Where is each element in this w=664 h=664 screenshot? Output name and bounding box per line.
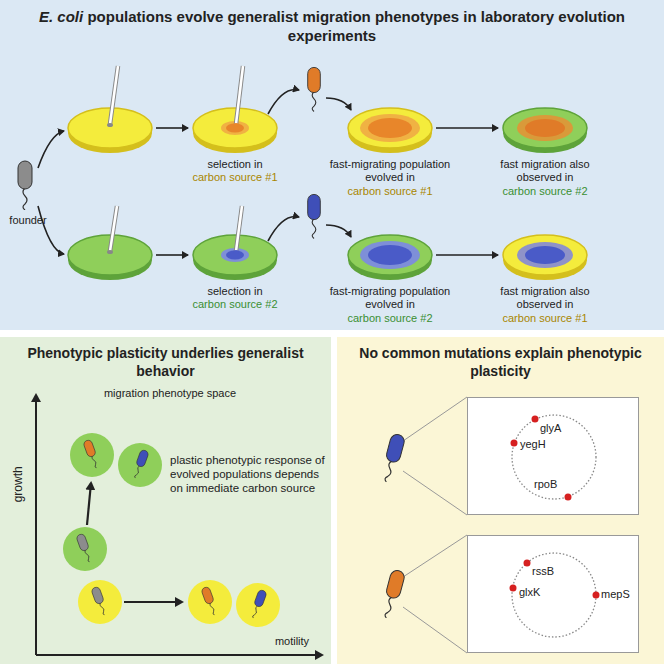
gene-label: glyA — [540, 422, 561, 434]
text-label: selection in — [170, 158, 300, 171]
panel-title: E. coli — [39, 8, 83, 25]
label-group: selection incarbon source #1 — [170, 158, 300, 185]
text-label: carbon source #1 — [170, 171, 300, 184]
panel-title: populations evolve generalist migration … — [87, 8, 625, 44]
text-label: plastic phenotypic response of evolved p… — [170, 453, 325, 495]
gene-label: rpoB — [534, 478, 557, 490]
text-label: carbon source #2 — [170, 298, 300, 311]
label-group: fast-migrating population evolved incarb… — [328, 158, 452, 198]
left-panel: Phenotypic plasticity underlies generali… — [0, 337, 331, 664]
gene-label: yegH — [520, 438, 546, 450]
text-label: carbon source #1 — [328, 185, 452, 198]
text-label: founder — [0, 214, 56, 227]
genome-map — [468, 398, 638, 514]
genome-box: glyA yegH rpoB — [467, 397, 639, 515]
gene-label: mepS — [601, 588, 630, 600]
gene-label: glxK — [519, 586, 540, 598]
gene-label: rssB — [532, 565, 554, 577]
label-group: founder — [0, 214, 56, 227]
text-label: fast-migrating population evolved in — [328, 285, 452, 312]
label-group: fast-migrating population evolved incarb… — [328, 285, 452, 325]
panel-title: No common mutations explain phenotypic p… — [337, 337, 664, 380]
panel-title: Phenotypic plasticity underlies generali… — [0, 337, 331, 380]
label-group: plastic phenotypic response of evolved p… — [170, 453, 325, 495]
label-group: fast migration also observed incarbon so… — [485, 158, 605, 198]
genome-box: rssB mepS glxK — [467, 535, 639, 653]
text-label: carbon source #2 — [485, 185, 605, 198]
label-group: growth — [11, 454, 26, 514]
label-group: motility — [262, 635, 322, 648]
phenotype-space-plot — [0, 337, 331, 664]
text-label: migration phenotype space — [90, 387, 250, 400]
text-label: carbon source #2 — [328, 312, 452, 325]
text-label: fast-migrating population evolved in — [328, 158, 452, 185]
label-group: fast migration also observed incarbon so… — [485, 285, 605, 325]
label-group: selection incarbon source #2 — [170, 285, 300, 312]
top-panel: E. colipopulations evolve generalist mig… — [0, 0, 664, 330]
text-label: selection in — [170, 285, 300, 298]
text-label: fast migration also observed in — [485, 285, 605, 312]
text-label: motility — [262, 635, 322, 648]
text-label: fast migration also observed in — [485, 158, 605, 185]
text-label: carbon source #1 — [485, 312, 605, 325]
right-panel: No common mutations explain phenotypic p… — [337, 337, 664, 664]
text-label: growth — [11, 454, 26, 514]
title-block: E. colipopulations evolve generalist mig… — [32, 8, 632, 46]
label-group: migration phenotype space — [90, 387, 250, 400]
